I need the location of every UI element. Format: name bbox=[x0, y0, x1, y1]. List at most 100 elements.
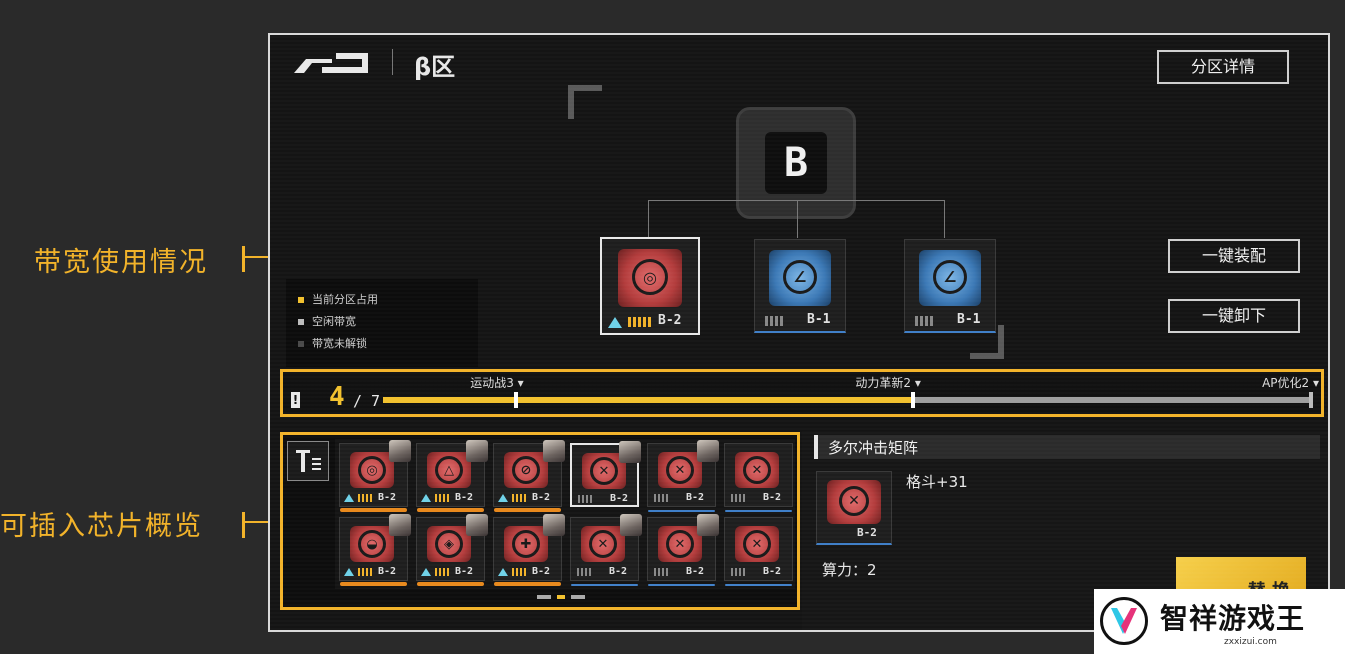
unequip-all-button[interactable]: 一键卸下 bbox=[1168, 299, 1300, 333]
legend-item: 当前分区占用 bbox=[298, 289, 478, 311]
chip-slot-tag: B-2 bbox=[658, 313, 682, 328]
game-window: β区 分区详情 B ◎ B-2 ∠ B-1 ∠ B-1 一键装配 一 bbox=[268, 33, 1330, 632]
chip-grid-panel: ◎B-2△B-2⊘B-2✕B-2✕B-2✕B-2◒B-2◈B-2✚B-2✕B-2… bbox=[280, 432, 800, 610]
chip-card-tag: B-2 bbox=[378, 566, 397, 577]
watermark-domain: zxxizui.com bbox=[1224, 637, 1277, 647]
chip-card[interactable]: △B-2 bbox=[416, 440, 488, 512]
chip-stat: 格斗+31 bbox=[906, 473, 968, 491]
chip-card-tag: B-2 bbox=[686, 492, 705, 503]
bandwidth-marker-label[interactable]: AP优化2 ▾ bbox=[1262, 376, 1319, 390]
detail-title-bar: 多尔冲击矩阵 bbox=[814, 435, 1320, 459]
chip-status-bar bbox=[725, 584, 792, 586]
bandwidth-used: 4 bbox=[329, 382, 345, 412]
chip-card[interactable]: ✕B-2 bbox=[724, 443, 793, 512]
bandwidth-panel: ! 4 / 7 运动战3 ▾ 动力革新2 ▾ AP优化2 ▾ bbox=[280, 369, 1324, 417]
bandwidth-marker-label[interactable]: 运动战3 ▾ bbox=[470, 376, 524, 390]
chip-card-tag: B-2 bbox=[532, 566, 551, 577]
chip-slot-3[interactable]: ∠ B-1 bbox=[904, 239, 996, 333]
chip-card[interactable]: ✕B-2 bbox=[647, 440, 719, 512]
character-avatar bbox=[389, 440, 411, 462]
callout-tick bbox=[242, 246, 245, 272]
equip-all-button[interactable]: 一键装配 bbox=[1168, 239, 1300, 273]
chip-status-bar bbox=[571, 584, 638, 586]
chip-card-tag: B-2 bbox=[378, 492, 397, 503]
character-avatar bbox=[466, 514, 488, 536]
page-dot[interactable] bbox=[537, 595, 551, 599]
chip-card[interactable]: ✕B-2 bbox=[570, 441, 641, 507]
chip-name: 多尔冲击矩阵 bbox=[828, 439, 919, 457]
corner-bracket bbox=[568, 85, 602, 119]
root-node: B bbox=[736, 107, 856, 219]
bandwidth-total: / 7 bbox=[353, 392, 381, 410]
root-node-letter: B bbox=[783, 140, 809, 186]
character-avatar bbox=[619, 441, 641, 463]
tree-connector bbox=[797, 200, 798, 238]
detail-chip-icon: ✕ B-2 bbox=[816, 471, 892, 545]
tree-connector bbox=[648, 200, 944, 201]
chip-status-bar bbox=[340, 508, 407, 512]
character-avatar bbox=[620, 514, 642, 536]
zone-detail-button[interactable]: 分区详情 bbox=[1157, 50, 1289, 84]
tree-connector bbox=[648, 200, 649, 238]
character-avatar bbox=[389, 514, 411, 536]
chip-status-bar bbox=[648, 510, 715, 512]
watermark: 智祥游戏王 zxxizui.com bbox=[1094, 589, 1345, 654]
character-avatar bbox=[697, 440, 719, 462]
bandwidth-legend: 当前分区占用 空闲带宽 带宽未解锁 bbox=[286, 279, 478, 367]
bandwidth-usage-callout: 带宽使用情况 bbox=[34, 247, 208, 278]
chip-card[interactable]: ◒B-2 bbox=[339, 514, 411, 586]
bandwidth-marker bbox=[513, 392, 518, 408]
chip-slot-1[interactable]: ◎ B-2 bbox=[600, 237, 700, 335]
chip-card-tag: B-2 bbox=[532, 492, 551, 503]
chip-status-bar bbox=[340, 582, 407, 586]
chip-status-bar bbox=[494, 508, 561, 512]
page-dot[interactable] bbox=[557, 595, 565, 599]
page-indicator bbox=[537, 595, 585, 599]
filter-icon[interactable] bbox=[287, 441, 329, 481]
chip-status-bar bbox=[725, 510, 792, 512]
chip-card[interactable]: ✕B-2 bbox=[570, 514, 642, 586]
chip-slot-tag: B-1 bbox=[957, 312, 981, 327]
legend-item: 空闲带宽 bbox=[298, 311, 478, 333]
chip-card[interactable]: ✚B-2 bbox=[493, 514, 565, 586]
chip-card[interactable]: ✕B-2 bbox=[724, 517, 793, 586]
legend-item: 带宽未解锁 bbox=[298, 333, 478, 355]
tree-connector bbox=[944, 200, 945, 238]
header-divider bbox=[392, 49, 393, 75]
chip-card-tag: B-2 bbox=[455, 566, 474, 577]
warning-icon: ! bbox=[291, 392, 300, 408]
chip-card-tag: B-2 bbox=[609, 566, 628, 577]
watermark-logo-icon bbox=[1100, 597, 1148, 645]
character-avatar bbox=[543, 514, 565, 536]
character-avatar bbox=[543, 440, 565, 462]
bandwidth-marker bbox=[910, 392, 915, 408]
chip-card-tag: B-2 bbox=[763, 492, 782, 503]
callout-line bbox=[245, 521, 280, 523]
bandwidth-marker-label[interactable]: 动力革新2 ▾ bbox=[855, 376, 921, 390]
chip-status-bar bbox=[494, 582, 561, 586]
chip-card-tag: B-2 bbox=[686, 566, 705, 577]
character-avatar bbox=[466, 440, 488, 462]
chip-card[interactable]: ⊘B-2 bbox=[493, 440, 565, 512]
corner-bracket bbox=[970, 325, 1004, 359]
chip-status-bar bbox=[648, 584, 715, 586]
chip-overview-callout: 可插入芯片概览 bbox=[0, 511, 203, 542]
chip-status-bar bbox=[417, 582, 484, 586]
bandwidth-fill bbox=[383, 397, 913, 403]
compute-cost: 算力：2 bbox=[822, 561, 877, 579]
chip-card[interactable]: ◈B-2 bbox=[416, 514, 488, 586]
callout-tick bbox=[242, 512, 245, 538]
bandwidth-track bbox=[383, 397, 1311, 403]
chip-status-bar bbox=[417, 508, 484, 512]
chip-card[interactable]: ◎B-2 bbox=[339, 440, 411, 512]
chip-slot-2[interactable]: ∠ B-1 bbox=[754, 239, 846, 333]
zone-title: β区 bbox=[414, 53, 456, 81]
chip-card[interactable]: ✕B-2 bbox=[647, 514, 719, 586]
bandwidth-marker bbox=[1309, 392, 1313, 408]
chip-card-tag: B-2 bbox=[455, 492, 474, 503]
page-dot[interactable] bbox=[571, 595, 585, 599]
back-logo-icon[interactable] bbox=[292, 51, 370, 75]
chip-card-tag: B-2 bbox=[610, 493, 629, 504]
watermark-name: 智祥游戏王 bbox=[1160, 602, 1306, 635]
chip-card-tag: B-2 bbox=[763, 566, 782, 577]
